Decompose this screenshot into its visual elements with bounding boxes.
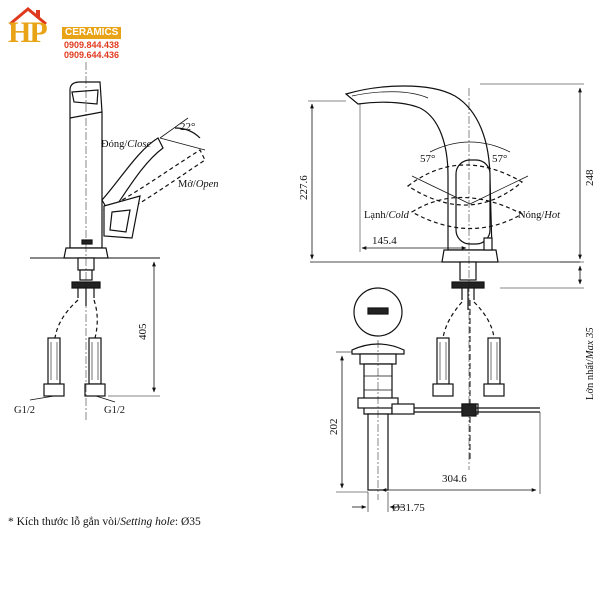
house-roof-icon	[9, 7, 47, 26]
logo-brand: CERAMICS	[62, 27, 122, 39]
dim-pipe-diameter: Ø31.75	[392, 502, 425, 514]
cold-label: Lạnh/Cold	[364, 210, 410, 221]
dim-248: 248	[584, 169, 596, 186]
logo-mark: HP	[8, 16, 48, 49]
inlet-left-label: G1/2	[14, 405, 35, 416]
front-view-labels: 227.6 248 145.4 57° 57° Lạnh/Cold Nóng/H…	[298, 153, 596, 400]
dim-202: 202	[328, 419, 340, 436]
close-label: Đóng/Close	[101, 139, 152, 150]
open-label: Mở/Open	[178, 179, 219, 190]
drain-labels: 202 304.6 Ø31.75	[328, 419, 467, 515]
side-view-labels: Đóng/Close Mở/Open 22° 405 G1/2 G1/2	[14, 121, 219, 416]
front-view	[308, 83, 584, 470]
dim-145-4: 145.4	[372, 235, 397, 247]
side-view	[29, 62, 206, 420]
max-label: Lớn nhất/Max 35	[585, 327, 596, 400]
logo-phone-1: 0909.844.438	[64, 40, 120, 50]
dim-304-6: 304.6	[442, 473, 467, 485]
inlet-right-label: G1/2	[104, 405, 125, 416]
logo-phone-2: 0909.644.436	[64, 50, 120, 60]
open-angle: 22°	[180, 121, 195, 133]
dim-227-6: 227.6	[298, 175, 310, 200]
setting-hole-note: * Kích thước lỗ gắn vòi/Setting hole: Ø3…	[8, 516, 201, 528]
dim-405: 405	[137, 323, 149, 340]
angle-right: 57°	[492, 153, 507, 165]
drain-assembly	[336, 287, 541, 512]
brand-logo: HP CERAMICS 0909.844.438 0909.644.436	[6, 6, 132, 60]
angle-left: 57°	[420, 153, 435, 165]
hot-label: Nóng/Hot	[518, 210, 561, 221]
